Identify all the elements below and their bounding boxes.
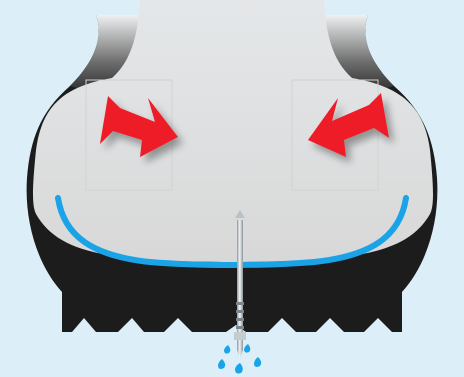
droplet	[235, 363, 243, 374]
nail-ridge	[236, 310, 244, 313]
nail-ridges	[236, 302, 244, 305]
tire-interior	[33, 0, 433, 262]
droplet	[224, 345, 230, 354]
droplet	[254, 357, 261, 367]
nail-ridge	[236, 318, 244, 321]
nail-head	[234, 332, 246, 340]
nail-ridge	[236, 326, 244, 329]
droplet	[244, 344, 250, 353]
droplet	[218, 359, 225, 369]
